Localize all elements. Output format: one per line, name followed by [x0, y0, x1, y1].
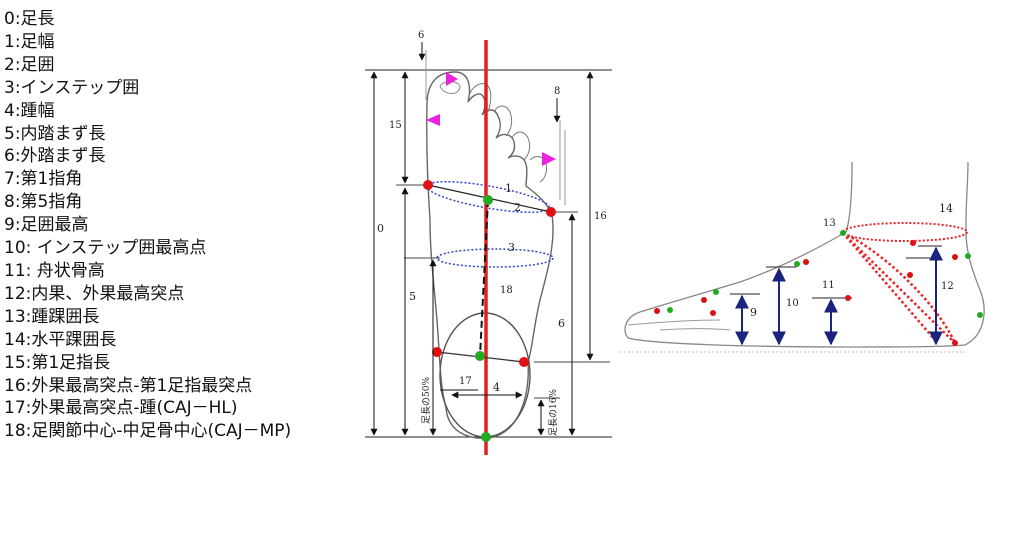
legend-item-5: 5:内踏まず長 — [4, 123, 106, 144]
label-11: 11 — [822, 280, 835, 291]
legend-item-15: 15:第1足指長 — [4, 352, 111, 373]
top-view: 6 8 15 1 2 16 0 3 18 5 6 17 4 足長の50% 足長の… — [365, 30, 612, 455]
label-14: 14 — [939, 202, 953, 215]
label-10: 10 — [786, 298, 799, 309]
point-ball-inner — [423, 180, 433, 190]
label-5: 5 — [409, 290, 416, 303]
legend-item-17: 17:外果最高突点-踵(CAJ－HL) — [4, 398, 238, 419]
label-15: 15 — [389, 120, 402, 131]
legend-item-9: 9:足囲最高 — [4, 215, 89, 236]
side-point-b — [701, 297, 707, 303]
note-foot-length-50pct: 足長の50% — [421, 377, 432, 424]
side-point-d — [710, 310, 716, 316]
label-0: 0 — [377, 222, 384, 235]
legend-item-0: 0:足長 — [4, 9, 55, 29]
legend-item-12: 12:内果、外果最高突点 — [4, 283, 185, 304]
legend-item-14: 14:水平踝囲長 — [4, 329, 117, 350]
legend-list: 0:足長 1:足幅 2:足囲 3:インステップ囲 4:踵幅 5:内踏まず長 6:… — [4, 8, 291, 443]
side-foot-outline — [624, 161, 985, 348]
label-6: 6 — [558, 317, 565, 330]
legend-item-4: 4:踵幅 — [4, 100, 55, 121]
side-point-c — [713, 289, 719, 295]
label-2: 2 — [514, 201, 521, 214]
toe-marker-1 — [446, 72, 458, 86]
legend-item-1: 1:足幅 — [4, 31, 55, 52]
horizontal-ankle-girth-ellipse — [842, 222, 968, 242]
point-outer-malleolus — [519, 357, 529, 367]
legend-item-3: 3:インステップ囲 — [4, 77, 140, 98]
label-8: 8 — [554, 86, 560, 97]
toe-outline-3 — [493, 105, 513, 137]
label-13: 13 — [823, 218, 836, 229]
label-3: 3 — [508, 241, 515, 254]
side-point-toe — [654, 308, 660, 314]
point-ball-center — [483, 195, 493, 205]
side-point-k — [907, 272, 913, 278]
side-point-f — [803, 259, 809, 265]
legend-item-16: 16:外果最高突点-第1足指最突点 — [4, 375, 253, 396]
legend-item-7: 7:第1指角 — [4, 169, 83, 190]
label-4: 4 — [493, 381, 500, 394]
legend-item-10: 10: インステップ囲最高点 — [4, 238, 207, 259]
side-point-a — [667, 307, 673, 313]
label-9: 9 — [750, 306, 757, 319]
side-point-i — [952, 254, 958, 260]
label-17: 17 — [459, 376, 472, 387]
side-point-l — [977, 312, 983, 318]
instep-girth-ellipse — [436, 248, 554, 268]
point-heel — [481, 432, 491, 442]
heel-ankle-girth-loop — [842, 231, 957, 344]
side-point-m — [952, 340, 958, 346]
label-12: 12 — [941, 281, 954, 292]
legend-item-13: 13:踵踝囲長 — [4, 306, 100, 327]
legend-item-2: 2:足囲 — [4, 54, 55, 75]
side-point-g — [845, 295, 851, 301]
note-foot-length-16pct: 足長の16% — [548, 389, 559, 436]
point-ball-outer — [546, 207, 556, 217]
legend-item-11: 11: 舟状骨高 — [4, 260, 105, 281]
side-point-e — [794, 261, 800, 267]
legend-item-8: 8:第5指角 — [4, 192, 83, 213]
legend-item-6: 6:外踏まず長 — [4, 146, 106, 167]
side-point-13 — [840, 230, 846, 236]
label-18: 18 — [500, 285, 513, 296]
foot-outline — [426, 71, 554, 439]
side-point-h — [910, 240, 916, 246]
side-point-j — [965, 253, 971, 259]
ankle-metatarsal-line — [479, 199, 489, 357]
toe-marker-3 — [542, 152, 556, 166]
toe-outline-4 — [511, 131, 531, 161]
legend-item-18: 18:足関節中心-中足骨中心(CAJ－MP) — [4, 421, 292, 442]
label-1: 1 — [505, 182, 512, 195]
label-7: 6 — [418, 30, 424, 41]
side-view: 13 14 11 10 9 12 — [620, 161, 985, 353]
label-16: 16 — [594, 211, 607, 222]
side-toe-detail — [627, 319, 731, 331]
point-ankle-center — [475, 351, 485, 361]
big-toe-nail — [439, 81, 461, 94]
toe-marker-2 — [426, 114, 440, 126]
